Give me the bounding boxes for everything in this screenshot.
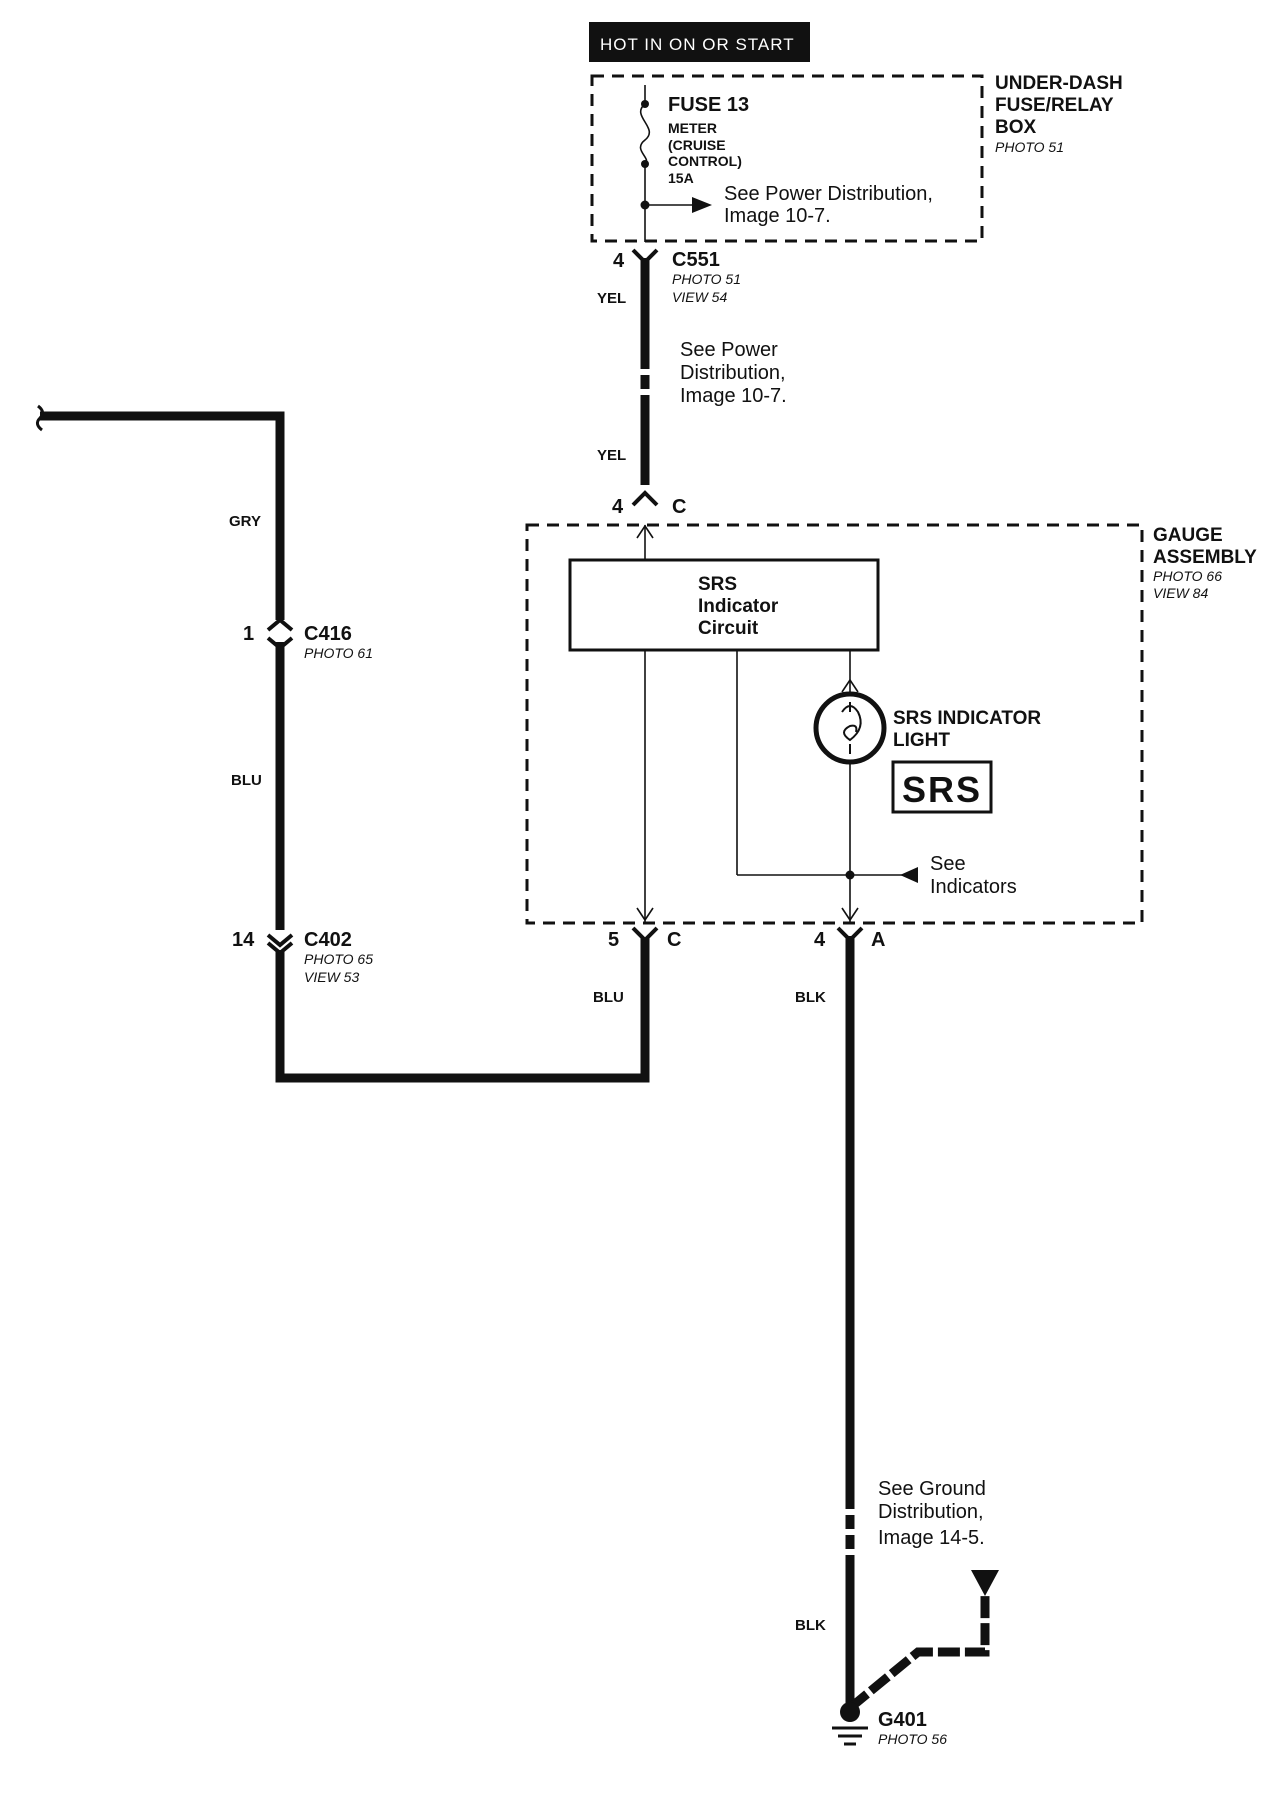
gauge-assembly-outline [525, 523, 1144, 925]
fuse-box-name-1: UNDER-DASH [995, 73, 1123, 94]
ground-see-2: Distribution, [878, 1501, 984, 1523]
srs-indicator-circuit-box [568, 558, 880, 652]
power-header: HOT IN ON OR START [600, 35, 795, 54]
gauge-view: VIEW 84 [1153, 585, 1208, 601]
fuse-box-outline [590, 74, 984, 243]
c-top-connector-icon [631, 490, 659, 507]
blu-label-right: BLU [593, 989, 624, 1006]
power-header-box [589, 22, 810, 62]
ground-name: G401 [878, 1709, 927, 1731]
blk-label-top: BLK [795, 989, 826, 1006]
indicators-arrow-icon [900, 867, 918, 883]
blu-internal-arrow-icon [636, 907, 654, 922]
srs-badge-box [891, 760, 993, 814]
ground-photo: PHOTO 56 [878, 1731, 947, 1747]
blu-label-left: BLU [231, 772, 262, 789]
srs-light-label-2: LIGHT [893, 730, 950, 751]
c402-name: C402 [304, 929, 352, 951]
gauge-top-pin: 4 [612, 496, 624, 518]
gry-label: GRY [229, 513, 261, 530]
gauge-bottom-right-pin: 4 [814, 929, 826, 951]
fuse-desc-3: CONTROL) [668, 153, 742, 169]
gauge-name-2: ASSEMBLY [1153, 547, 1257, 568]
gauge-photo: PHOTO 66 [1153, 568, 1222, 584]
fuse-icon [639, 103, 651, 165]
gauge-top-conn: C [672, 496, 686, 518]
c402-pin: 14 [232, 929, 255, 951]
c402-view: VIEW 53 [304, 969, 359, 985]
fuse-see-1: See Power Distribution, [724, 183, 933, 205]
srs-badge: SRS [902, 769, 982, 810]
c551-see-2: Distribution, [680, 362, 786, 384]
yel-label-top: YEL [597, 290, 626, 307]
c551-see-3: Image 10-7. [680, 385, 787, 407]
shield-arrow-icon [971, 1570, 999, 1596]
gauge-bottom-left-conn: C [667, 929, 681, 951]
indicators-see-1: See [930, 853, 966, 875]
circuit-label-1: SRS [698, 574, 737, 595]
c551-pin: 4 [613, 250, 625, 272]
fuse-box-photo: PHOTO 51 [995, 139, 1064, 155]
gauge-bottom-left-pin: 5 [608, 929, 619, 951]
fuse-box-name-2: FUSE/RELAY [995, 95, 1114, 116]
c551-name: C551 [672, 249, 720, 271]
fuse-desc-1: METER [668, 120, 717, 136]
fuse-box-name-3: BOX [995, 117, 1037, 138]
light-bottom-arrow-icon [841, 907, 859, 922]
fuse-desc-2: (CRUISE [668, 137, 726, 153]
fuse-see-2: Image 10-7. [724, 205, 831, 227]
shield-drain-wire [847, 1592, 990, 1712]
arrow-right-icon [692, 197, 712, 213]
ground-splice-dot [840, 1702, 860, 1722]
circuit-label-3: Circuit [698, 618, 759, 639]
gauge-bottom-right-conn: A [871, 929, 885, 951]
gauge-name-1: GAUGE [1153, 525, 1223, 546]
circuit-label-2: Indicator [698, 596, 779, 617]
feed-arrow-icon [636, 524, 654, 539]
fuse-desc-4: 15A [668, 170, 694, 186]
c551-see-1: See Power [680, 339, 778, 361]
c551-photo: PHOTO 51 [672, 271, 741, 287]
light-filament-icon [841, 702, 862, 754]
c402-photo: PHOTO 65 [304, 951, 373, 967]
c416-pin: 1 [243, 623, 254, 645]
yel-label-bottom: YEL [597, 447, 626, 464]
ground-see-1: See Ground [878, 1478, 986, 1500]
srs-light-label-1: SRS INDICATOR [893, 708, 1041, 729]
c416-photo: PHOTO 61 [304, 645, 373, 661]
blk-label-bottom: BLK [795, 1617, 826, 1634]
ground-see-3: Image 14-5. [878, 1527, 985, 1549]
fuse-label: FUSE 13 [668, 94, 749, 116]
indicators-see-2: Indicators [930, 876, 1017, 898]
light-top-arrow-icon [841, 678, 859, 693]
c551-view: VIEW 54 [672, 289, 727, 305]
gry-wire [40, 411, 285, 620]
c416-name: C416 [304, 623, 352, 645]
blu-wire-bottom [275, 938, 650, 1083]
